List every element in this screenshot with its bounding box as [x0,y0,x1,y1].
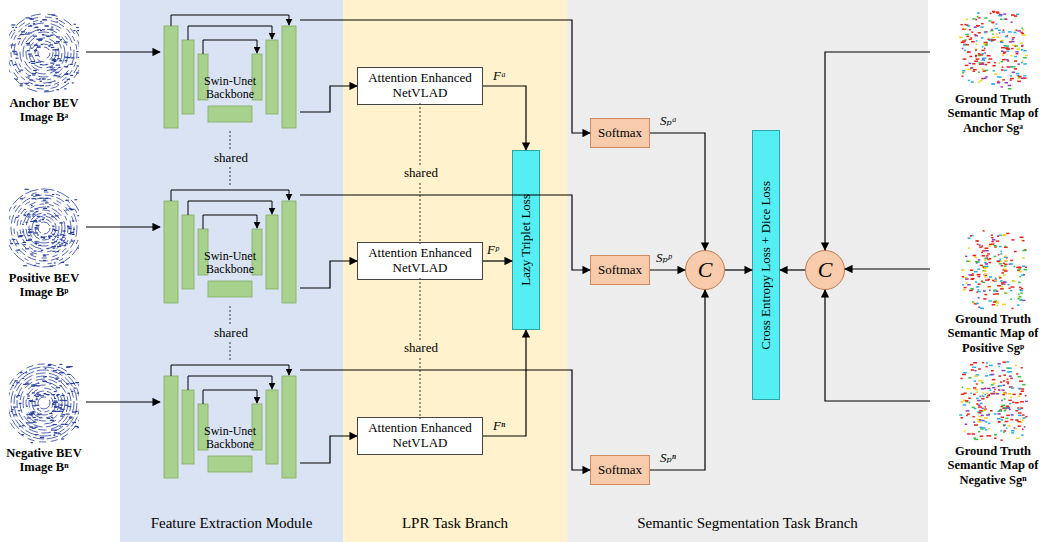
bev-image [9,187,79,269]
semantic-map [958,8,1028,90]
input-image: Anchor BEV Image Bᵃ [2,12,86,142]
image-caption: Ground Truth Semantic Map of Negative Sg… [930,444,1056,487]
image-caption: Ground Truth Semantic Map of Positive Sg… [930,312,1056,355]
shared-label: shared [212,325,250,341]
shared-label: shared [402,340,440,356]
signal-label: Fᵃ [493,68,506,84]
node-label: Softmax [598,126,642,141]
band-label: Semantic Segmentation Task Branch [637,515,858,532]
node-label: Attention Enhanced NetVLAD [364,71,476,101]
loss-box: Lazy Triplet Loss [512,150,540,330]
node-label: Swin-Unet Backbone [188,75,272,101]
bev-image [9,362,79,444]
module-band: Semantic Segmentation Task Branch Softmax… [567,0,928,542]
node-label: Swin-Unet Backbone [188,250,272,276]
band-label: Feature Extraction Module [151,515,313,532]
image-caption: Ground Truth Semantic Map of Anchor Sgᵃ [930,92,1056,135]
node-label: Softmax [598,463,642,478]
node-label: Lazy Triplet Loss [518,194,534,286]
bev-image [9,12,79,94]
shared-label: shared [402,165,440,181]
swin-unet-shape [160,12,300,130]
process-box: Attention Enhanced NetVLAD [357,242,483,280]
concat-circle: C [685,250,725,290]
input-image: Ground Truth Semantic Map of Positive Sg… [930,228,1056,368]
image-caption: Negative BEV Image Bⁿ [2,446,86,475]
process-box: Attention Enhanced NetVLAD [357,67,483,105]
input-image: Ground Truth Semantic Map of Negative Sg… [930,360,1056,500]
swin-unet-shape [160,362,300,480]
signal-label: Sₚᵃ [660,113,677,129]
signal-label: Sₚⁿ [660,450,676,466]
node-label: Cross Entropy Loss + Dice Loss [758,181,774,350]
node-label: Attention Enhanced NetVLAD [364,421,476,451]
signal-label: Fᵖ [487,242,499,258]
process-box: Softmax [590,455,650,485]
semantic-map [958,228,1028,310]
backbone-block: Swin-Unet Backbone [160,362,300,480]
swin-unet-shape [160,187,300,305]
semantic-map [958,360,1028,442]
signal-label: Sₚᵖ [656,250,671,266]
process-box: Softmax [590,255,650,285]
node-label: Attention Enhanced NetVLAD [364,246,476,276]
image-caption: Positive BEV Image Bᵖ [2,271,86,300]
loss-box: Cross Entropy Loss + Dice Loss [752,130,780,400]
node-label: Swin-Unet Backbone [188,425,272,451]
backbone-block: Swin-Unet Backbone [160,12,300,130]
node-label: C [698,257,713,283]
module-band: Feature Extraction Module Swin-Unet Backb… [120,0,343,542]
process-box: Softmax [590,118,650,148]
image-caption: Anchor BEV Image Bᵃ [2,96,86,125]
input-image: Negative BEV Image Bⁿ [2,362,86,492]
band-label: LPR Task Branch [402,515,508,532]
concat-circle: C [805,250,845,290]
node-label: C [818,257,833,283]
input-image: Ground Truth Semantic Map of Anchor Sgᵃ [930,8,1056,148]
shared-label: shared [212,150,250,166]
module-band: LPR Task Branch Attention Enhanced NetVLA… [343,0,567,542]
input-image: Positive BEV Image Bᵖ [2,187,86,317]
signal-label: Fⁿ [493,418,505,434]
node-label: Softmax [598,263,642,278]
backbone-block: Swin-Unet Backbone [160,187,300,305]
process-box: Attention Enhanced NetVLAD [357,417,483,455]
